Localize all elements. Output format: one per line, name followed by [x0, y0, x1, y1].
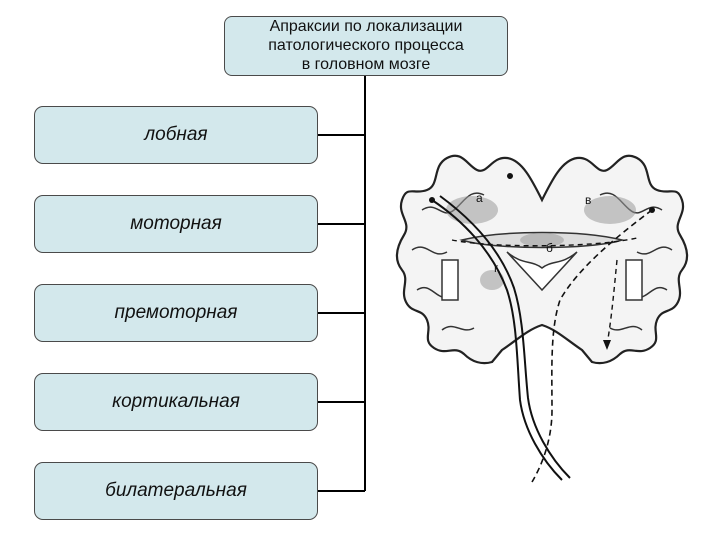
- lateral-ventricles: [506, 251, 578, 292]
- brain-coronal-section-illustration: а б в г: [395, 154, 689, 483]
- right-basal-structure: [625, 259, 643, 301]
- lesion-zone-a: [446, 196, 498, 224]
- marker-dot-1: [429, 197, 435, 203]
- title-line-3: в головном мозге: [301, 56, 431, 73]
- box-premotornaya-label: премоторная: [114, 302, 238, 323]
- title-line-2: патологического процесса: [268, 37, 464, 54]
- descending-tract-solid-2: [439, 195, 571, 479]
- title-box: Апраксии по локализации патологического …: [224, 16, 508, 76]
- descending-tract-solid: [431, 199, 563, 481]
- box-kortikalnaya: кортикальная: [34, 373, 318, 431]
- marker-dot-2: [649, 207, 655, 213]
- lesion-zone-g: [480, 270, 504, 290]
- box-bilateralnaya: билатеральная: [34, 462, 318, 520]
- crossing-tract-dashed: [451, 237, 638, 247]
- brain-label-a: а: [476, 191, 483, 205]
- lesion-zone-b: [520, 233, 564, 247]
- title-line-1: Апраксии по локализации: [269, 18, 463, 35]
- box-lobnaya: лобная: [34, 106, 318, 164]
- box-motornaya-label: моторная: [130, 213, 222, 234]
- brain-label-v: в: [585, 193, 591, 207]
- box-lobnaya-label: лобная: [144, 124, 208, 145]
- brain-label-g: г: [494, 261, 499, 275]
- descending-tract-dashed: [531, 209, 653, 483]
- arrowhead-right: [603, 340, 611, 350]
- marker-dot-3: [507, 173, 513, 179]
- box-kortikalnaya-label: кортикальная: [112, 391, 240, 412]
- box-premotornaya: премоторная: [34, 284, 318, 342]
- box-bilateralnaya-label: билатеральная: [105, 480, 247, 501]
- brain-outer-outline: [395, 154, 689, 365]
- box-motornaya: моторная: [34, 195, 318, 253]
- brain-label-b: б: [546, 241, 553, 255]
- right-descending-dashed: [606, 259, 618, 346]
- left-basal-structure: [441, 259, 459, 301]
- lesion-zone-v: [584, 196, 636, 224]
